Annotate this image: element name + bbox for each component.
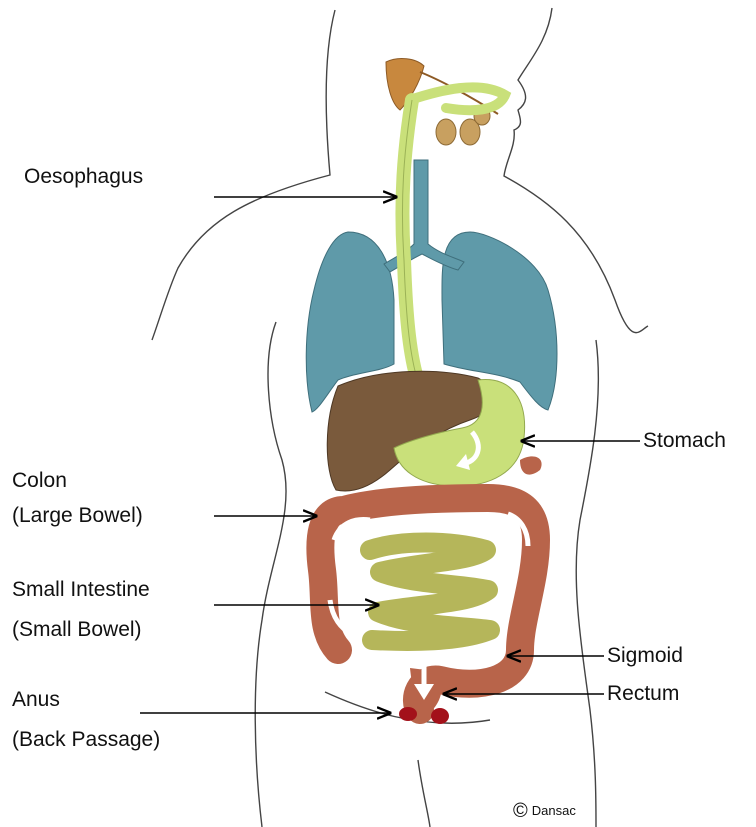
label-anus: Anus [12, 684, 60, 716]
copyright-notice: © Dansac [513, 800, 576, 823]
copyright-icon: © [513, 800, 528, 822]
label-colon-sub: (Large Bowel) [12, 500, 143, 532]
body-outline-left [152, 10, 335, 827]
copyright-name: Dansac [532, 803, 576, 818]
label-rectum: Rectum [607, 678, 679, 710]
label-anus-sub: (Back Passage) [12, 724, 160, 756]
leg-gap [418, 760, 430, 827]
small-intestine [370, 543, 490, 641]
label-sigmoid: Sigmoid [607, 640, 683, 672]
label-oesophagus: Oesophagus [24, 161, 143, 193]
label-stomach: Stomach [643, 425, 726, 457]
spleen [520, 456, 542, 474]
label-colon: Colon [12, 465, 67, 497]
label-small-intestine-sub: (Small Bowel) [12, 614, 142, 646]
label-small-intestine: Small Intestine [12, 574, 150, 606]
oral-duct [410, 87, 505, 110]
